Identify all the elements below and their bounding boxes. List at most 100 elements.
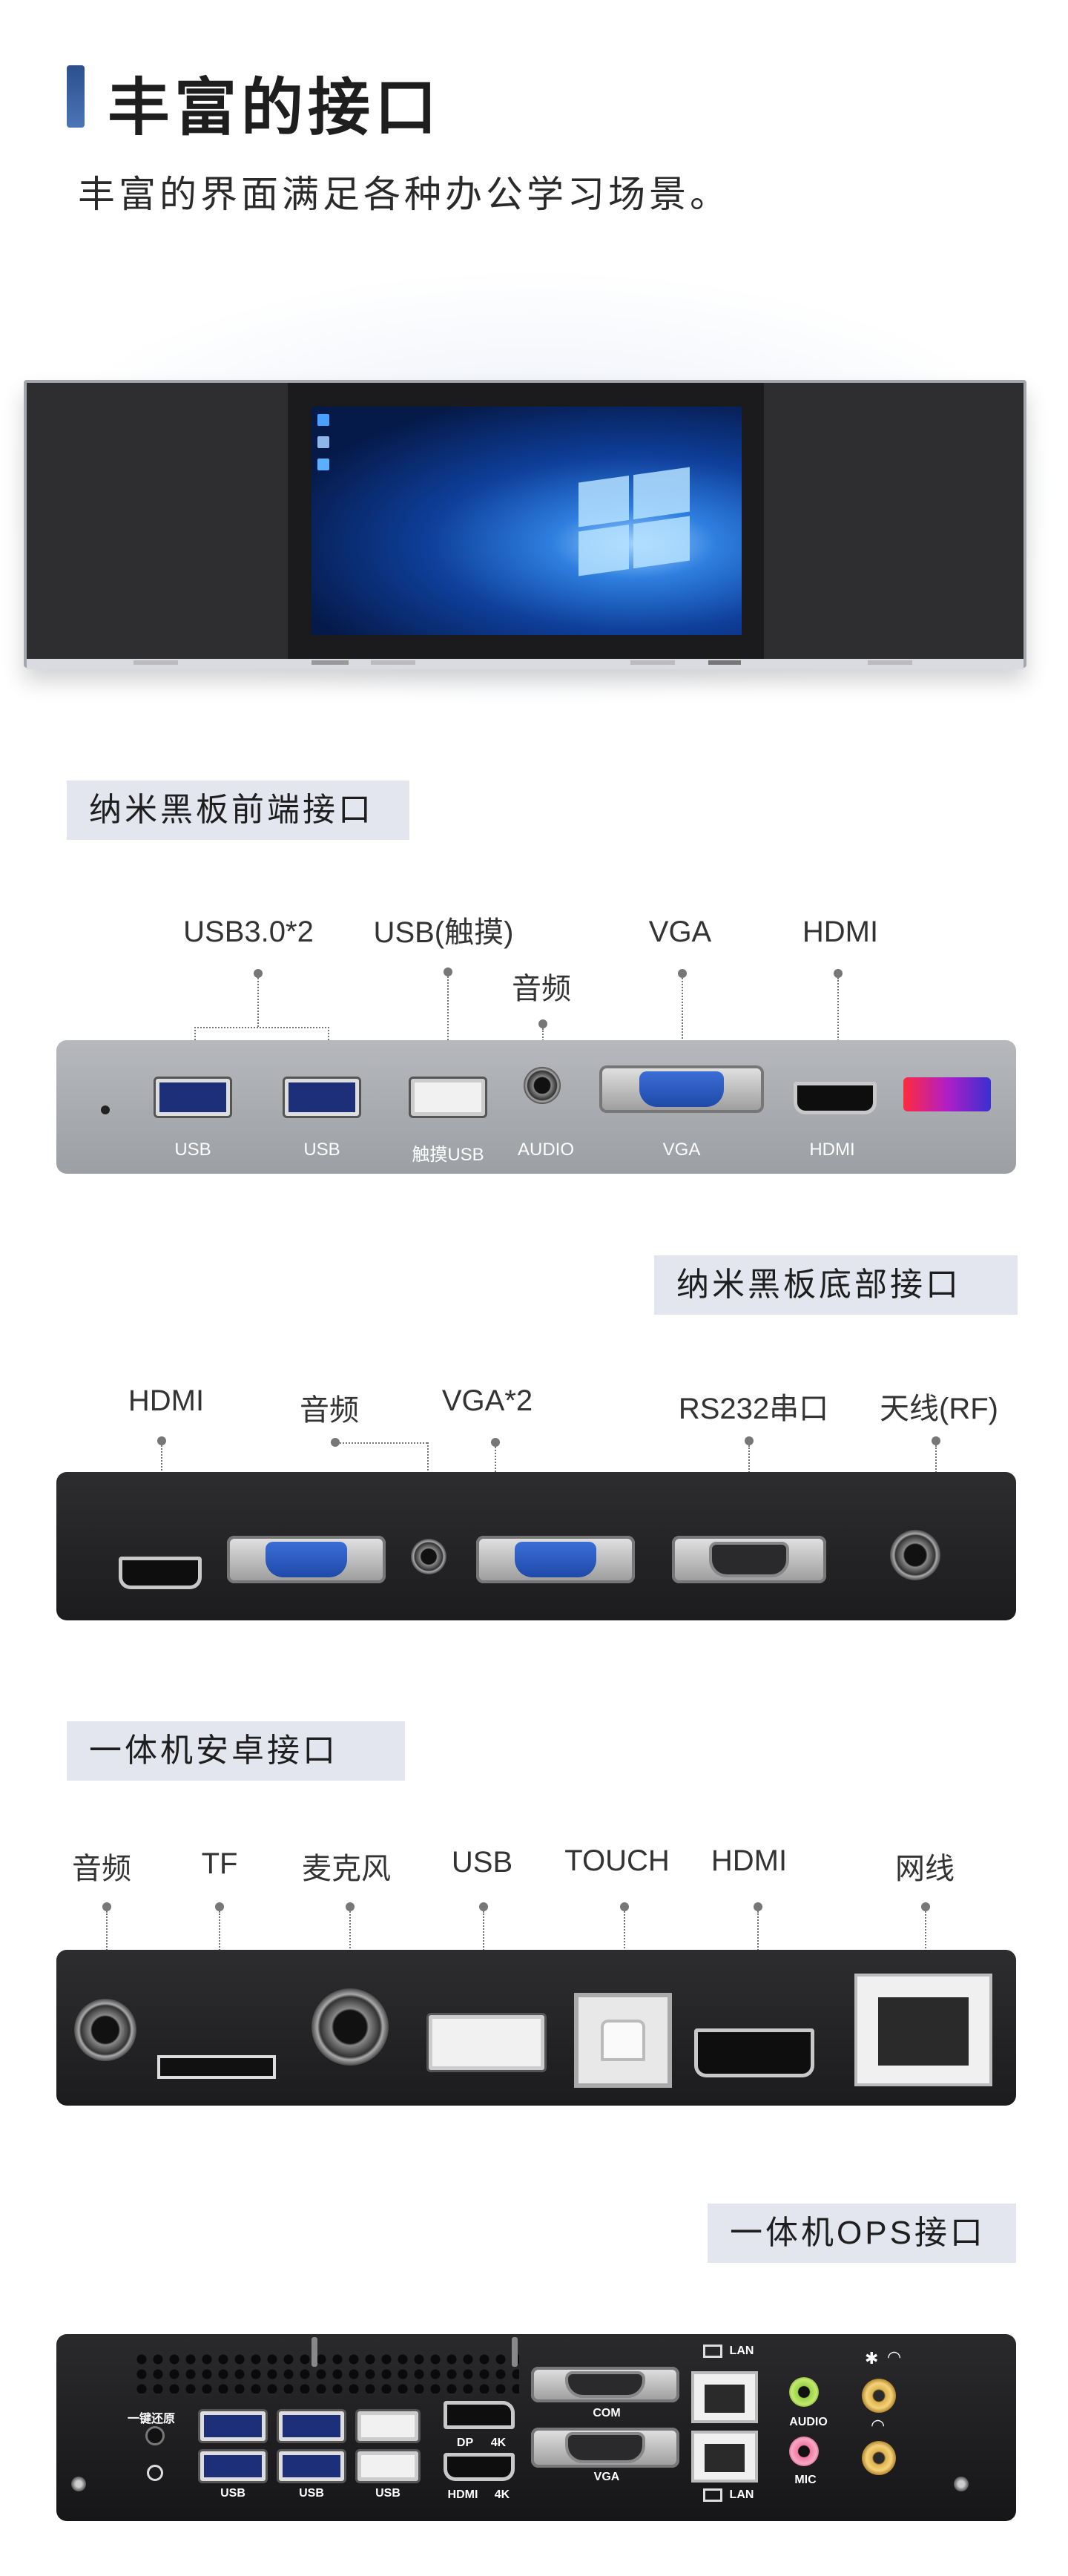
- callout-usb3: USB3.0*2: [183, 916, 314, 948]
- vga-port[interactable]: [227, 1536, 386, 1583]
- usb3-port[interactable]: [285, 1079, 359, 1116]
- callout-line: [106, 1911, 108, 1985]
- vga-port-inner: [639, 1071, 724, 1107]
- port-label-usb: USB: [303, 1140, 340, 1160]
- audio-jack[interactable]: [411, 1539, 446, 1574]
- hdmi-port[interactable]: [444, 2453, 515, 2481]
- callout-audio: 音频: [512, 973, 571, 1005]
- antenna-connector[interactable]: [862, 2441, 896, 2475]
- ops-label-usb: USB: [220, 2487, 245, 2500]
- callout-dot: [620, 1902, 629, 1911]
- callout-dot: [157, 1436, 166, 1445]
- audio-jack[interactable]: [524, 1067, 561, 1104]
- mic-in-jack[interactable]: [789, 2437, 819, 2466]
- callout-usb-touch: USB(触摸): [373, 916, 514, 949]
- callout-dot: [444, 967, 452, 976]
- lan-port[interactable]: [691, 2371, 758, 2423]
- ops-label-reset: 一键还原: [127, 2413, 176, 2425]
- desktop-icon: [317, 459, 329, 470]
- callout-dot: [491, 1438, 500, 1447]
- ethernet-port-inner: [878, 1997, 969, 2066]
- wifi-icon: ◠: [887, 2347, 902, 2366]
- screw-icon: [954, 2477, 969, 2491]
- callout-audio: 音频: [72, 1853, 131, 1885]
- lan-network-icon: [703, 2488, 722, 2502]
- port-label-audio: AUDIO: [517, 1140, 575, 1160]
- ops-label-usb: USB: [299, 2487, 324, 2500]
- section-label-ops: 一体机OPS接口: [708, 2204, 1016, 2263]
- power-button-icon[interactable]: [147, 2465, 163, 2481]
- blackboard-tray-marker: [708, 660, 741, 665]
- displayport-port[interactable]: [444, 2401, 515, 2429]
- callout-vga2: VGA*2: [441, 1384, 533, 1417]
- reset-button[interactable]: [145, 2426, 165, 2445]
- power-indicator[interactable]: [903, 1077, 991, 1111]
- callout-line: [194, 1027, 329, 1028]
- windows-logo-icon: [578, 467, 690, 579]
- callout-usb: USB: [451, 1846, 513, 1879]
- callout-dot: [921, 1902, 930, 1911]
- usb3-port[interactable]: [279, 2451, 344, 2481]
- vga-port[interactable]: [599, 1065, 764, 1113]
- audio-jack[interactable]: [74, 1999, 136, 2061]
- blackboard-right-panel: [764, 383, 1024, 659]
- usb-port[interactable]: [429, 2015, 544, 2070]
- usb3-port[interactable]: [200, 2411, 266, 2441]
- rs232-port-inner: [709, 1542, 789, 1577]
- ethernet-port[interactable]: [854, 1974, 992, 2086]
- lan-port[interactable]: [691, 2431, 758, 2483]
- usb3-port[interactable]: [156, 1079, 230, 1116]
- ops-label-dp-4k: 4K: [490, 2437, 507, 2449]
- callout-dot: [331, 1438, 340, 1447]
- touch-usb-port[interactable]: [411, 1079, 485, 1116]
- microphone-jack[interactable]: [312, 1988, 389, 2066]
- usb3-port[interactable]: [200, 2451, 266, 2481]
- port-label-touch-usb: 触摸USB: [412, 1145, 484, 1165]
- title-accent-bar: [67, 65, 85, 128]
- blackboard-tray-marker: [868, 660, 912, 665]
- callout-network: 网线: [895, 1853, 955, 1885]
- callout-dot: [215, 1902, 224, 1911]
- vga-port[interactable]: [531, 2428, 679, 2468]
- port-label-hdmi: HDMI: [809, 1140, 855, 1160]
- ops-label-dp: DP: [456, 2437, 474, 2449]
- antenna-connector[interactable]: [862, 2379, 896, 2413]
- ops-label-com: COM: [593, 2407, 621, 2419]
- callout-line: [925, 1911, 926, 1978]
- ops-label-hdmi-4k: 4K: [494, 2488, 510, 2501]
- callout-dot: [254, 969, 263, 978]
- callout-audio: 音频: [300, 1394, 359, 1427]
- touch-usb-b-port-inner: [601, 2020, 645, 2061]
- tf-card-slot[interactable]: [157, 2055, 276, 2079]
- callout-line: [340, 1442, 427, 1444]
- ops-label-lan-top: LAN: [729, 2345, 754, 2357]
- touch-usb-b-port[interactable]: [574, 1993, 672, 2088]
- callout-rf-antenna: 天线(RF): [880, 1393, 998, 1425]
- ops-label-usb: USB: [375, 2487, 400, 2500]
- hdmi-port[interactable]: [794, 1082, 877, 1114]
- desktop-icon: [317, 436, 329, 448]
- blackboard-tray-marker: [371, 660, 415, 665]
- rs232-port[interactable]: [672, 1536, 826, 1583]
- section-label-android: 一体机安卓接口: [67, 1721, 405, 1781]
- usb3-port[interactable]: [279, 2411, 344, 2441]
- rf-antenna-jack[interactable]: [890, 1530, 940, 1580]
- vga-port[interactable]: [476, 1536, 635, 1583]
- port-label-usb: USB: [174, 1140, 211, 1160]
- blackboard-tray-marker: [630, 660, 675, 665]
- port-label-vga: VGA: [662, 1140, 701, 1160]
- com-port-inner: [565, 2371, 645, 2398]
- section-label-bottom: 纳米黑板底部接口: [654, 1255, 1018, 1315]
- audio-out-jack[interactable]: [789, 2377, 819, 2407]
- hdmi-port[interactable]: [694, 2028, 814, 2077]
- page-subtitle: 丰富的界面满足各种办公学习场景。: [78, 174, 731, 215]
- hdmi-port[interactable]: [119, 1557, 202, 1589]
- usb2-port[interactable]: [357, 2411, 418, 2441]
- callout-dot: [102, 1902, 111, 1911]
- callout-tf: TF: [201, 1847, 238, 1880]
- usb2-port[interactable]: [357, 2451, 418, 2481]
- callout-line: [837, 978, 839, 1079]
- callout-dot: [745, 1436, 754, 1445]
- blackboard-tray-marker: [134, 660, 178, 665]
- com-port[interactable]: [531, 2367, 679, 2402]
